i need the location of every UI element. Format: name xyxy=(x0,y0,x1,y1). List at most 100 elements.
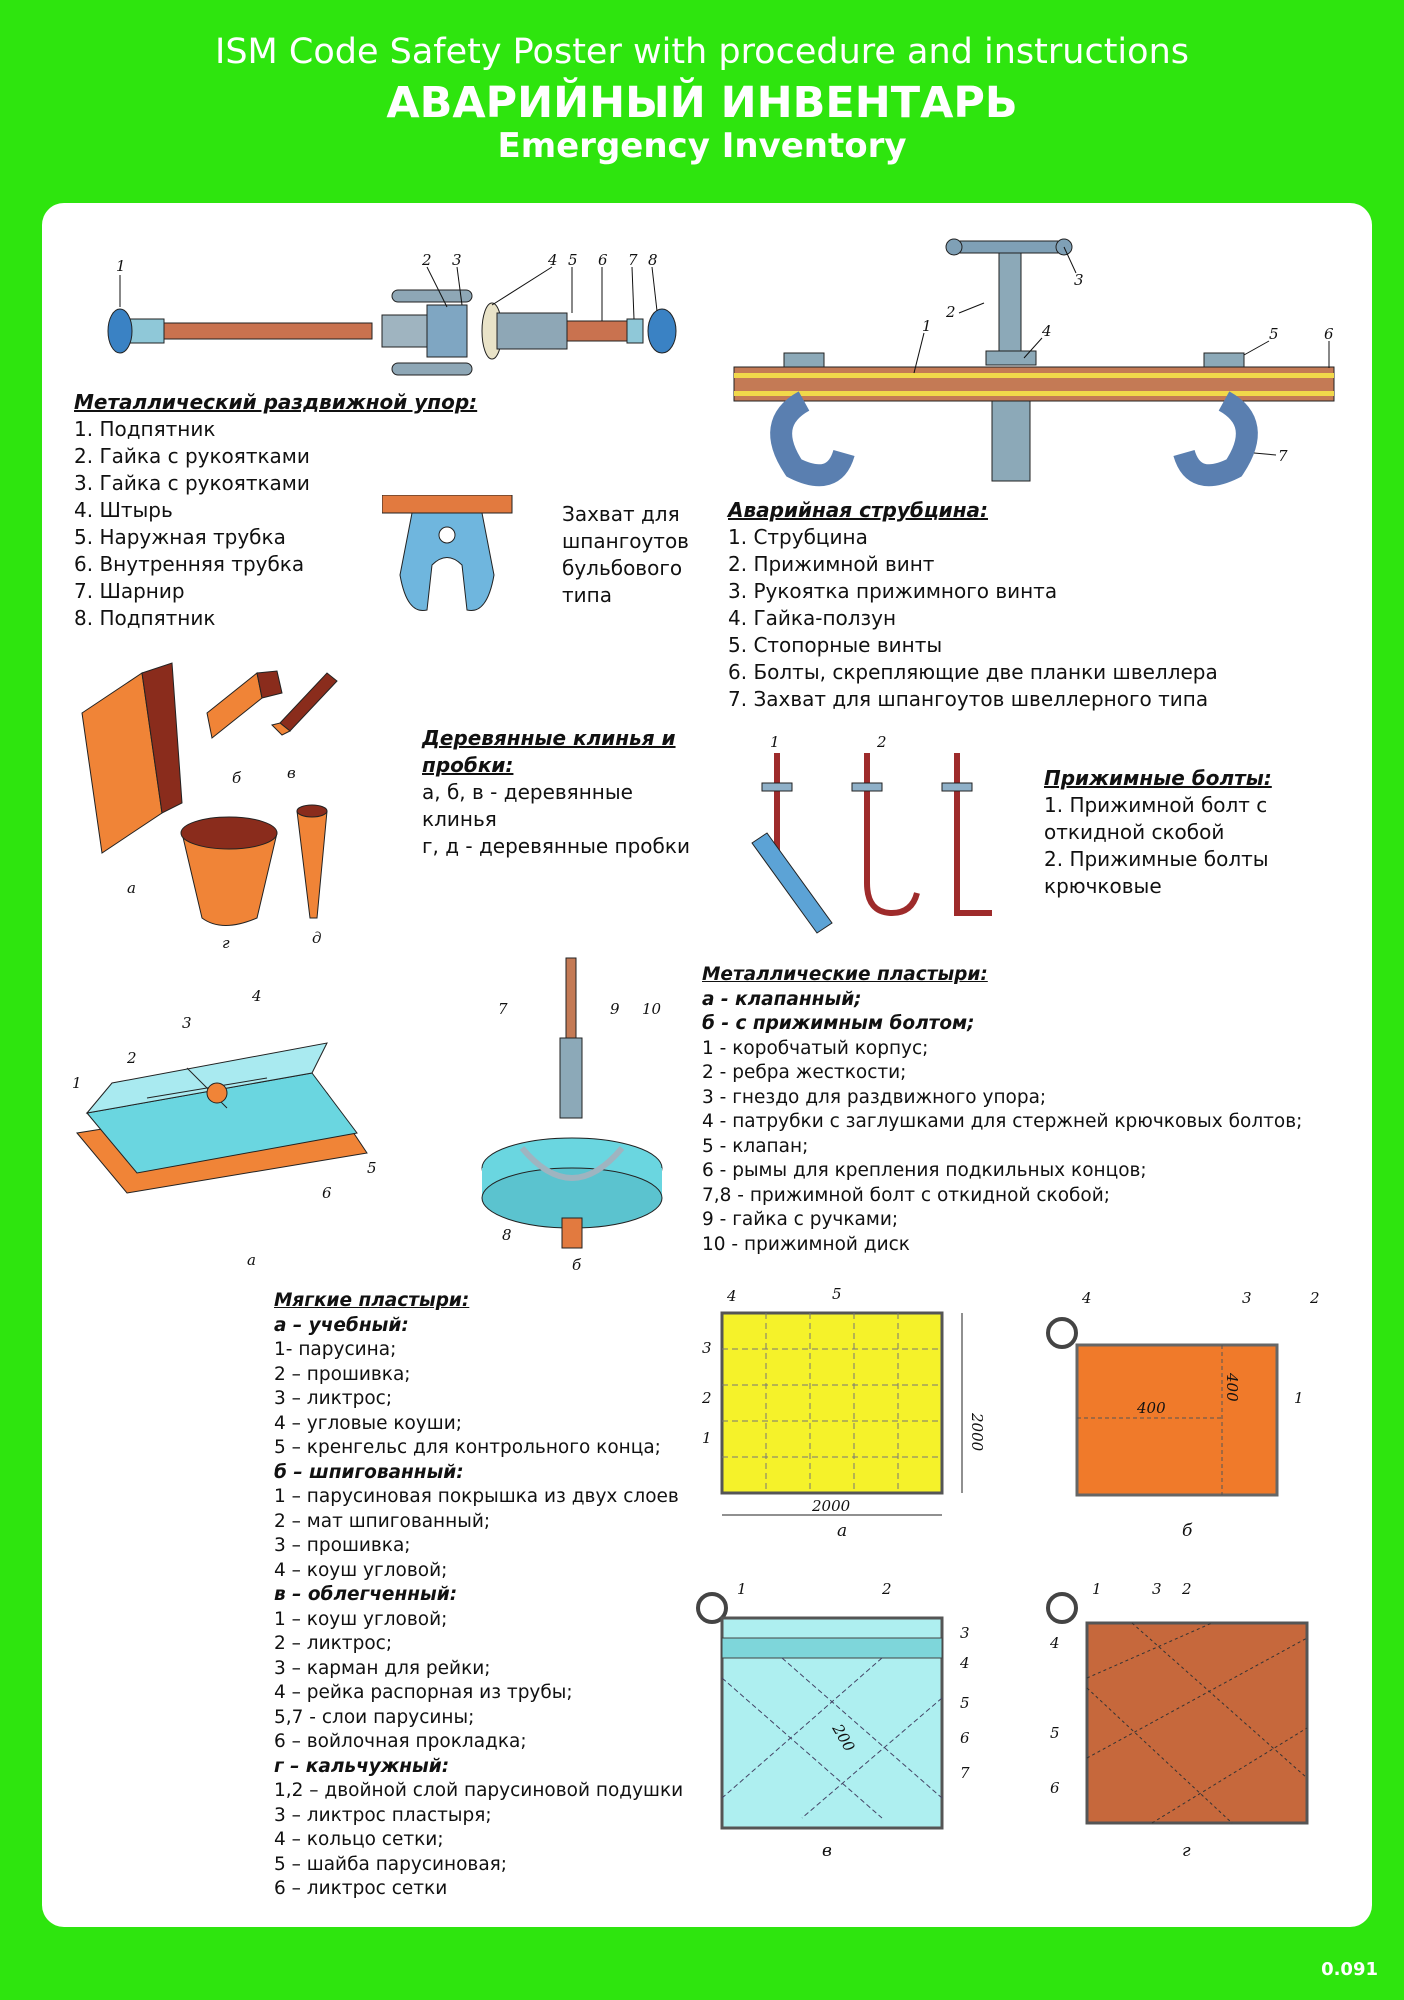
soft-a-label-4: 4 xyxy=(726,1287,737,1305)
list-item: 3 – ликтрос; xyxy=(274,1388,393,1409)
soft-a-label-1: 1 xyxy=(702,1429,712,1447)
list-item: 4. Гайка-ползун xyxy=(728,606,897,630)
list-item: 4 – коуш угловой; xyxy=(274,1559,448,1581)
metal-a-label-4: 4 xyxy=(251,987,262,1005)
strut-title: Металлический раздвижной упор: xyxy=(74,390,478,414)
strut-label-5: 5 xyxy=(568,251,578,269)
soft-patches-title: Мягкие пластыри: xyxy=(274,1290,470,1311)
list-item: 6. Болты, скрепляющие две планки швеллер… xyxy=(728,660,1218,684)
bolts-legend: Прижимные болты: 1. Прижимной болт с отк… xyxy=(1044,765,1272,900)
list-item: 5 - клапан; xyxy=(702,1135,809,1157)
list-item: 1 – коуш угловой; xyxy=(274,1608,448,1630)
metal-sub-b: б - с прижимным болтом; xyxy=(702,1013,975,1034)
list-item: 6. Внутренняя трубка xyxy=(74,552,305,576)
list-item: 9 - гайка с ручками; xyxy=(702,1209,899,1230)
grip-line: шпангоутов xyxy=(562,529,689,553)
soft-sub-v: в – облегченный: xyxy=(274,1584,458,1605)
soft-a-dim-h: 2000 xyxy=(968,1412,986,1452)
soft-a-label-5: 5 xyxy=(832,1285,842,1303)
list-item: 1. Подпятник xyxy=(74,417,216,441)
bolt-label-1: 1 xyxy=(770,733,780,751)
list-item: крючковые xyxy=(1044,874,1162,898)
soft-g-label-5: 5 xyxy=(1050,1724,1060,1742)
list-item: 5 – кренгельс для контрольного конца; xyxy=(274,1437,661,1458)
soft-g-label-4: 4 xyxy=(1049,1634,1060,1652)
list-item: 2 – ликтрос; xyxy=(274,1633,393,1654)
strut-label-3: 3 xyxy=(452,251,462,269)
soft-b-label-4: 4 xyxy=(1081,1289,1092,1307)
list-item: 1- парусина; xyxy=(274,1339,397,1360)
metal-a-label-6: 6 xyxy=(322,1184,332,1202)
list-item: 3 – ликтрос пластыря; xyxy=(274,1804,492,1826)
metal-patches-legend: Металлические пластыри: а - клапанный; б… xyxy=(702,963,1302,1257)
wedges-title-1: Деревянные клинья и xyxy=(422,726,676,750)
soft-a-caption: а xyxy=(837,1521,848,1541)
bulb-grip-illustration xyxy=(382,495,513,612)
list-item: 3. Рукоятка прижимного винта xyxy=(728,579,1058,603)
content-panel: 1 2 3 4 5 6 7 8 Металлический раздвижной… xyxy=(42,203,1372,1927)
list-item: а, б, в - деревянные xyxy=(422,780,633,804)
strut-illustration: 1 2 3 4 5 6 7 8 xyxy=(107,251,677,376)
soft-v-label-7: 7 xyxy=(960,1764,970,1782)
list-item: 6 - рымы для крепления подкильных концов… xyxy=(702,1160,1147,1181)
clamp-illustration: 1 2 3 4 5 6 7 xyxy=(733,238,1335,487)
wedge-label-b: б xyxy=(232,769,242,787)
soft-b-dim-w: 400 xyxy=(1136,1399,1166,1417)
list-item: 4 – рейка распорная из трубы; xyxy=(274,1682,573,1703)
wedges-title-2: пробки: xyxy=(422,753,514,777)
metal-a-label-5: 5 xyxy=(367,1159,377,1177)
clamp-label-1: 1 xyxy=(922,317,932,335)
list-item: 2 – мат шпигованный; xyxy=(274,1510,491,1532)
soft-v-caption: в xyxy=(822,1841,832,1861)
soft-sub-a: а – учебный: xyxy=(274,1314,409,1336)
metal-sub-a: а - клапанный; xyxy=(702,988,862,1010)
soft-g-label-3: 3 xyxy=(1152,1580,1162,1598)
soft-patch-g-illustration: 1 2 3 4 5 6 xyxy=(1046,1580,1309,1825)
soft-patch-b-illustration: 400 400 1 2 3 4 xyxy=(1046,1289,1320,1497)
list-item: 6 – ликтрос сетки xyxy=(274,1878,448,1899)
metal-b-label-10: 10 xyxy=(642,1000,662,1018)
poster-title: АВАРИЙНЫЙ ИНВЕНТАРЬ xyxy=(386,78,1018,128)
soft-a-label-2: 2 xyxy=(701,1389,712,1407)
poster-title-en: Emergency Inventory xyxy=(497,126,907,166)
clamp-label-3: 3 xyxy=(1074,271,1084,289)
soft-b-label-1: 1 xyxy=(1294,1389,1304,1407)
soft-b-label-2: 2 xyxy=(1309,1289,1320,1307)
metal-b-label-8: 8 xyxy=(502,1226,512,1244)
list-item: 1 – парусиновая покрышка из двух слоев xyxy=(274,1486,679,1507)
list-item: 5,7 - слои парусины; xyxy=(274,1706,475,1728)
list-item: 5 – шайба парусиновая; xyxy=(274,1853,508,1875)
clamp-title: Аварийная струбцина: xyxy=(728,498,989,522)
list-item: г, д - деревянные пробки xyxy=(422,834,690,858)
list-item: 3 - гнездо для раздвижного упора; xyxy=(702,1086,1047,1108)
wedge-label-g: г xyxy=(222,934,230,952)
list-item: 6 – войлочная прокладка; xyxy=(274,1731,527,1752)
soft-v-label-2: 2 xyxy=(881,1580,892,1598)
metal-a-label-3: 3 xyxy=(182,1014,192,1032)
list-item: 3 – прошивка; xyxy=(274,1535,411,1556)
soft-v-label-5: 5 xyxy=(960,1694,970,1712)
list-item: клинья xyxy=(422,807,497,831)
clamp-legend: Аварийная струбцина: 1. Струбцина 2. При… xyxy=(728,497,1218,713)
clamp-label-5: 5 xyxy=(1269,325,1279,343)
list-item: 1,2 – двойной слой парусиновой подушки xyxy=(274,1780,684,1801)
list-item: 2. Гайка с рукоятками xyxy=(74,444,310,468)
soft-g-caption: г xyxy=(1182,1841,1191,1861)
soft-v-label-6: 6 xyxy=(960,1729,970,1747)
soft-b-dim-h: 400 xyxy=(1223,1372,1241,1402)
list-item: откидной скобой xyxy=(1044,820,1225,844)
strut-legend: Металлический раздвижной упор: 1. Подпят… xyxy=(74,389,477,632)
soft-v-label-3: 3 xyxy=(960,1624,970,1642)
soft-sub-b: б – шпигованный: xyxy=(274,1461,464,1483)
soft-a-dim-w: 2000 xyxy=(811,1497,851,1515)
grip-line: типа xyxy=(562,583,612,607)
strut-label-6: 6 xyxy=(598,251,608,269)
soft-g-label-1: 1 xyxy=(1092,1580,1102,1598)
strut-label-8: 8 xyxy=(648,251,658,269)
list-item: 4 – кольцо сетки; xyxy=(274,1829,444,1850)
poster-code: 0.091 xyxy=(1321,1959,1378,1980)
list-item: 5. Стопорные винты xyxy=(728,633,943,657)
list-item: 2. Прижимные болты xyxy=(1044,847,1269,871)
wedge-label-d: д xyxy=(312,929,322,947)
strut-label-7: 7 xyxy=(628,251,638,269)
